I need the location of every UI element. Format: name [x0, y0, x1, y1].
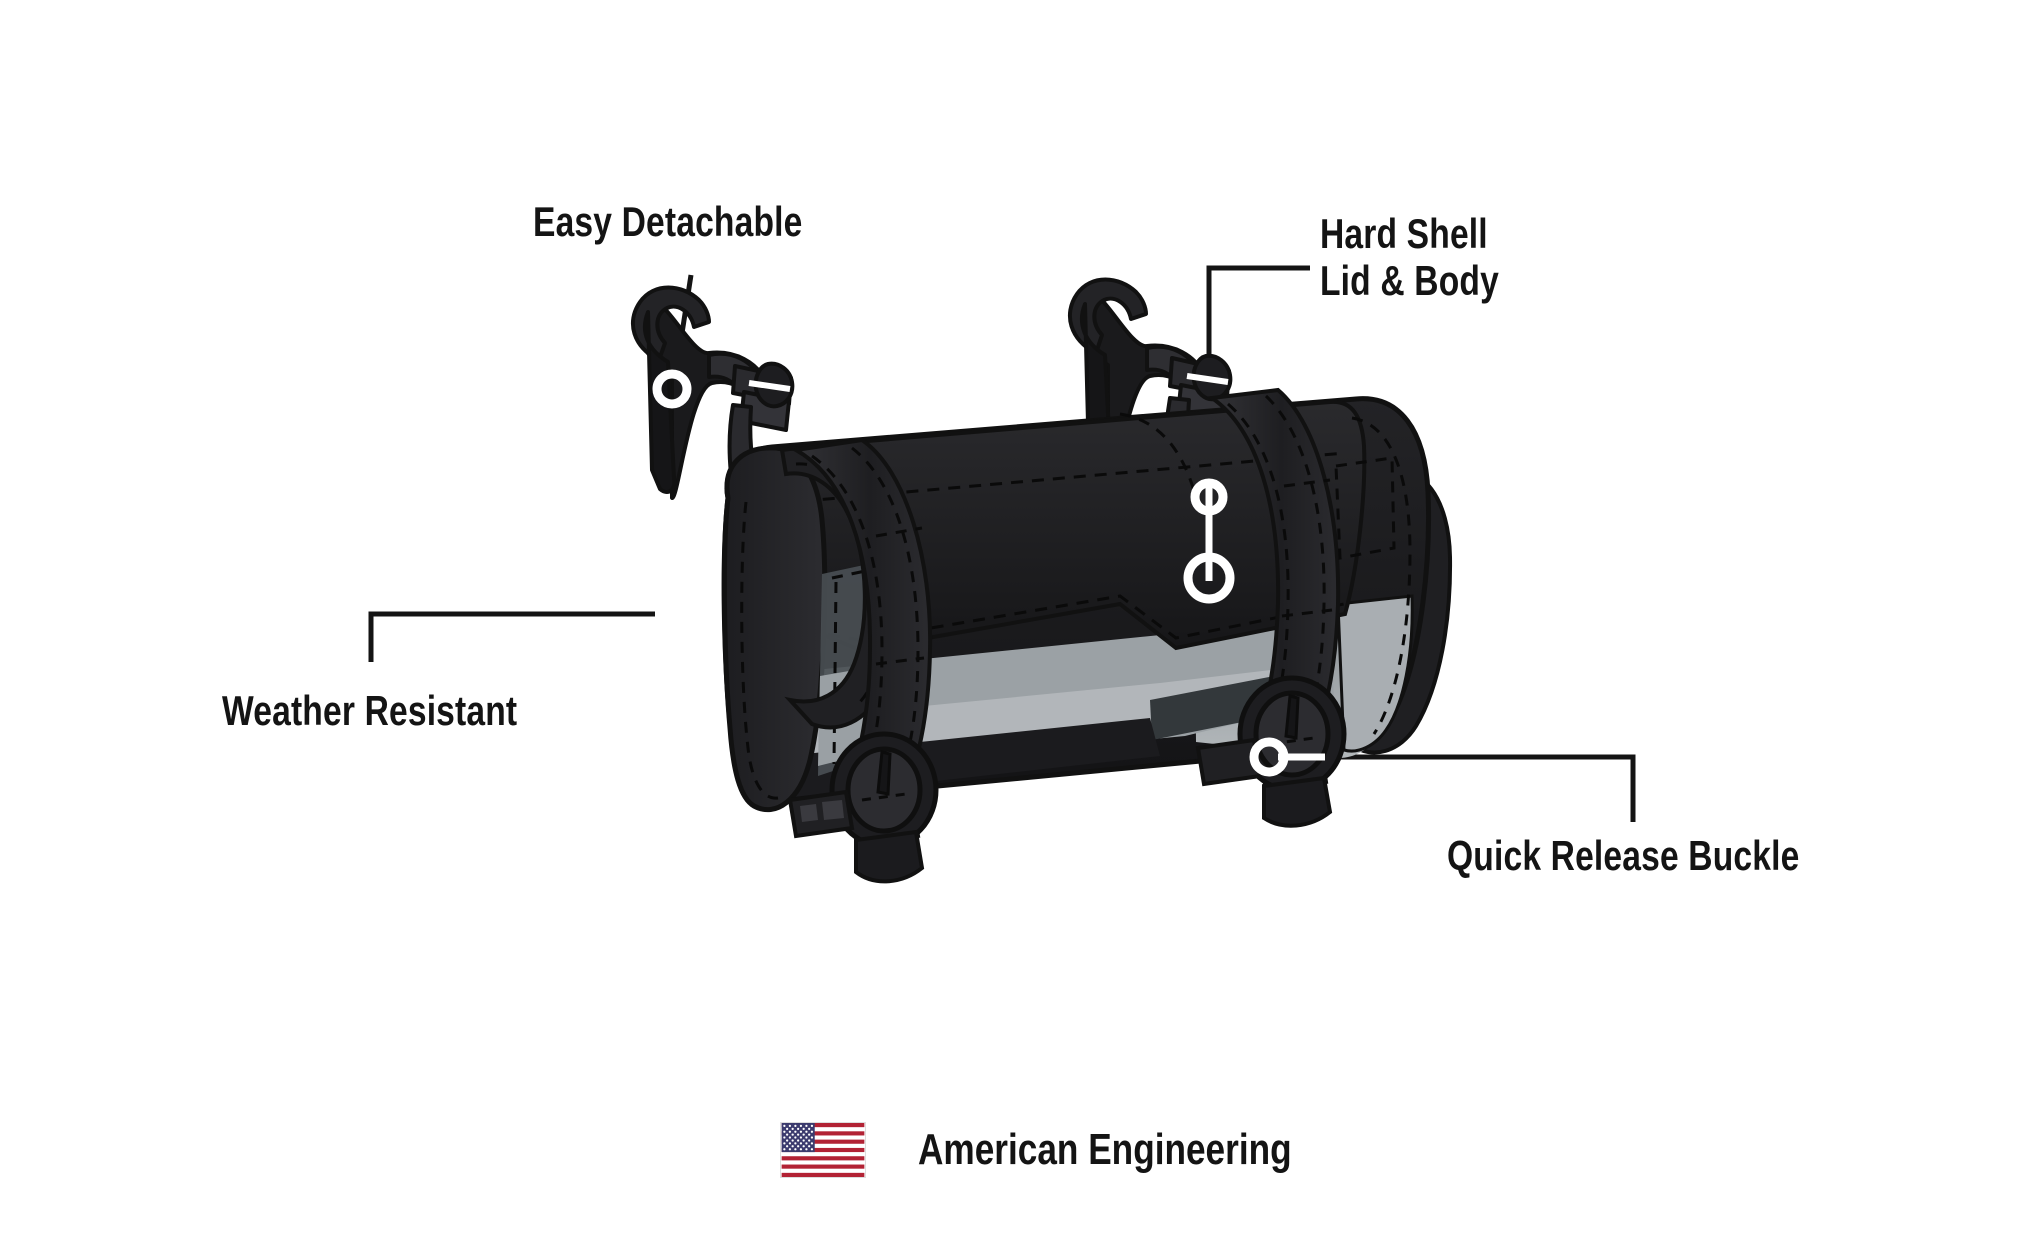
marker-hard-shell-body — [1183, 552, 1235, 604]
callout-label-quick-release: Quick Release Buckle — [1447, 832, 1800, 879]
hard-shell-line-2: Lid & Body — [1320, 257, 1499, 305]
hard-shell-line-1: Hard Shell — [1320, 210, 1488, 257]
tool-bag-illustration — [630, 277, 1453, 884]
marker-weather-resistant — [659, 594, 699, 634]
marker-easy-detachable — [652, 369, 692, 409]
bag-gray-panel-right-edge — [1336, 594, 1414, 753]
callout-label-weather-resistant: Weather Resistant — [222, 687, 518, 734]
bag-left-endcap-stitch — [740, 501, 779, 800]
callout-markers — [652, 369, 1325, 777]
body-top-seam — [1119, 412, 1198, 499]
leader-weather-resistant — [368, 611, 660, 662]
footer-badge: American Engineering — [780, 1122, 1385, 1178]
right-endcap-stitching — [1334, 416, 1412, 735]
us-flag-icon — [780, 1122, 866, 1178]
footer-text: American Engineering — [918, 1124, 1292, 1174]
leader-quick-release — [1318, 754, 1636, 822]
marker-quick-release — [1249, 737, 1289, 777]
marker-hard-shell-lid — [1190, 478, 1228, 516]
callout-label-easy-detachable: Easy Detachable — [533, 198, 803, 245]
bag-left-endcap — [721, 445, 828, 813]
left-buckle — [787, 731, 939, 884]
left-panel-stitch — [831, 568, 871, 765]
